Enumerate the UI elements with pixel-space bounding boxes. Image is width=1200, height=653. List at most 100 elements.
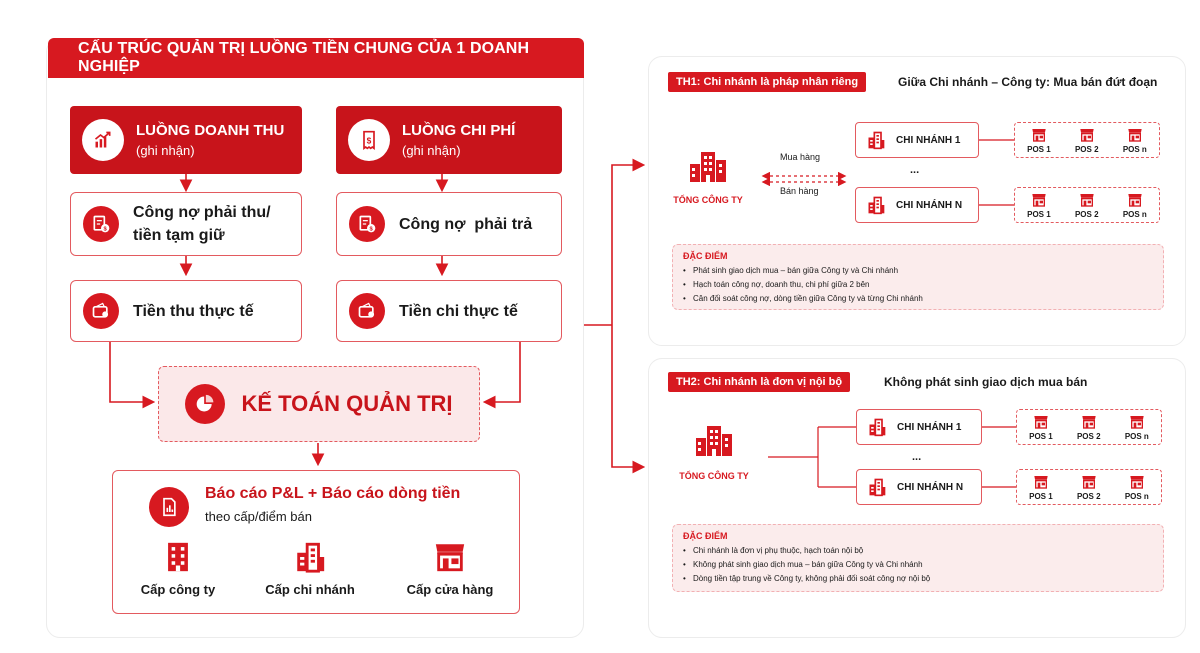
th1-tag: TH1: Chi nhánh là pháp nhân riêng xyxy=(668,72,867,92)
report-box: Báo cáo P&L + Báo cáo dòng tiền theo cấp… xyxy=(112,470,520,614)
pos-label: POS 1 xyxy=(1029,491,1053,501)
th1-buy-label: Mua hàng xyxy=(780,152,821,162)
th1-dots: ... xyxy=(910,164,920,176)
report-icon xyxy=(149,487,189,527)
list-item: Cân đối soát công nợ, dòng tiền giữa Côn… xyxy=(683,292,1153,306)
store-icon xyxy=(1030,192,1048,208)
th2-notes-title: ĐẶC ĐIỂM xyxy=(683,531,728,541)
receivable-line1: Công nợ phải thu/ xyxy=(133,204,271,221)
store-icon xyxy=(1078,127,1096,143)
store-icon xyxy=(1128,474,1146,490)
cost-flow-sub: (ghi nhận) xyxy=(402,143,461,158)
th2-branch-1-label: CHI NHÁNH 1 xyxy=(897,421,962,433)
pos-label: POS 2 xyxy=(1076,491,1101,501)
store-icon xyxy=(1128,414,1146,430)
th2-title: Không phát sinh giao dịch mua bán xyxy=(884,375,1088,389)
store-icon xyxy=(1126,192,1144,208)
list-item: Dòng tiền tập trung về Công ty, không ph… xyxy=(683,572,1153,586)
svg-text:$: $ xyxy=(104,227,108,233)
revenue-flow-header: LUỒNG DOANH THU (ghi nhận) xyxy=(70,106,302,174)
th1-hq: TỔNG CÔNG TY xyxy=(668,150,748,205)
cost-flow-title: LUỒNG CHI PHÍ xyxy=(402,122,516,139)
pos-label: POS 1 xyxy=(1027,144,1051,154)
store-icon xyxy=(1080,414,1098,430)
th1-notes-title: ĐẶC ĐIỂM xyxy=(683,251,728,261)
pos-item: POS 1 xyxy=(1027,192,1051,219)
middle-connector xyxy=(584,158,646,474)
pos-item: POS n xyxy=(1125,474,1149,501)
level-store: Cấp cửa hàng xyxy=(390,540,510,597)
cash-in-label: Tiền thu thực tế xyxy=(133,302,254,320)
pos-label: POS 1 xyxy=(1027,209,1051,219)
branch-building-icon xyxy=(866,195,886,215)
store-icon xyxy=(1080,474,1098,490)
branch-building-icon xyxy=(866,130,886,150)
wallet-icon xyxy=(83,293,119,329)
th2-hq-label: TỔNG CÔNG TY xyxy=(679,471,749,481)
store-icon xyxy=(431,540,469,574)
pos-item: POS 2 xyxy=(1075,192,1099,219)
list-item: Chi nhánh là đơn vị phụ thuộc, hạch toán… xyxy=(683,544,1153,558)
th2-pos-group-1: POS 1 POS 2 POS n xyxy=(1016,409,1162,445)
pos-item: POS 2 xyxy=(1077,474,1101,501)
store-icon xyxy=(1032,414,1050,430)
store-icon xyxy=(1078,192,1096,208)
th2-notes: ĐẶC ĐIỂM Chi nhánh là đơn vị phụ thuộc, … xyxy=(672,524,1164,592)
th1-connectors xyxy=(761,139,1014,206)
revenue-flow-title: LUỒNG DOANH THU xyxy=(136,122,285,139)
th1-pos-group-1: POS 1 POS 2 POS n xyxy=(1014,122,1160,158)
th2-branch-n: CHI NHÁNH N xyxy=(856,469,982,505)
th1-branch-n: CHI NHÁNH N xyxy=(855,187,979,223)
wallet-icon xyxy=(349,293,385,329)
store-icon xyxy=(1032,474,1050,490)
level-store-label: Cấp cửa hàng xyxy=(406,582,494,597)
level-company: Cấp công ty xyxy=(118,540,238,597)
th2-hq: TỔNG CÔNG TY xyxy=(672,424,756,481)
report-sub: theo cấp/điểm bán xyxy=(205,509,312,524)
th2-tag: TH2: Chi nhánh là đơn vị nội bộ xyxy=(668,372,851,392)
invoice-dollar-icon: $ xyxy=(83,206,119,242)
pie-chart-icon xyxy=(185,384,226,424)
branch-building-icon xyxy=(867,417,887,437)
branch-building-icon xyxy=(292,540,328,574)
pos-label: POS 1 xyxy=(1029,431,1053,441)
cash-out-box: Tiền chi thực tế xyxy=(336,280,562,342)
store-icon xyxy=(1126,127,1144,143)
pos-label: POS 2 xyxy=(1076,431,1101,441)
th1-branch-1: CHI NHÁNH 1 xyxy=(855,122,979,158)
list-item: Phát sinh giao dịch mua – bán giữa Công … xyxy=(683,264,1153,278)
pos-item: POS n xyxy=(1123,127,1147,154)
management-accounting-label: KẾ TOÁN QUẢN TRỊ xyxy=(241,391,453,416)
pos-item: POS n xyxy=(1123,192,1147,219)
th2-pos-group-n: POS 1 POS 2 POS n xyxy=(1016,469,1162,505)
page-title: CẤU TRÚC QUẢN TRỊ LUỒNG TIỀN CHUNG CỦA 1… xyxy=(48,38,584,78)
level-branch-label: Cấp chi nhánh xyxy=(265,582,355,597)
cash-out-label: Tiền chi thực tế xyxy=(399,302,518,320)
receivable-line2: tiền tạm giữ xyxy=(133,227,225,244)
th2-branch-n-label: CHI NHÁNH N xyxy=(897,481,964,493)
th1-pos-group-n: POS 1 POS 2 POS n xyxy=(1014,187,1160,223)
th1-sell-label: Bán hàng xyxy=(780,186,819,196)
cost-flow-header: $ LUỒNG CHI PHÍ (ghi nhận) xyxy=(336,106,562,174)
th1-hq-label: TỔNG CÔNG TY xyxy=(673,195,743,205)
payable-label: Công nợ phải trả xyxy=(399,215,533,233)
branch-building-icon xyxy=(867,477,887,497)
list-item: Hạch toán công nợ, doanh thu, chi phí gi… xyxy=(683,278,1153,292)
invoice-dollar-icon: $ xyxy=(349,206,385,242)
pos-item: POS 2 xyxy=(1077,414,1101,441)
pos-label: POS n xyxy=(1124,491,1149,501)
th2-branch-1: CHI NHÁNH 1 xyxy=(856,409,982,445)
pos-label: POS n xyxy=(1122,144,1147,154)
revenue-flow-sub: (ghi nhận) xyxy=(136,143,195,158)
th1-branch-1-label: CHI NHÁNH 1 xyxy=(896,134,961,146)
payable-box: $ Công nợ phải trả xyxy=(336,192,562,256)
pos-label: POS n xyxy=(1122,209,1147,219)
pos-item: POS n xyxy=(1125,414,1149,441)
list-item: Không phát sinh giao dịch mua – bán giữa… xyxy=(683,558,1153,572)
pos-item: POS 1 xyxy=(1029,474,1053,501)
cash-in-box: Tiền thu thực tế xyxy=(70,280,302,342)
pos-item: POS 1 xyxy=(1029,414,1053,441)
th1-branch-n-label: CHI NHÁNH N xyxy=(896,199,963,211)
pos-item: POS 1 xyxy=(1027,127,1051,154)
th1-notes: ĐẶC ĐIỂM Phát sinh giao dịch mua – bán g… xyxy=(672,244,1164,310)
